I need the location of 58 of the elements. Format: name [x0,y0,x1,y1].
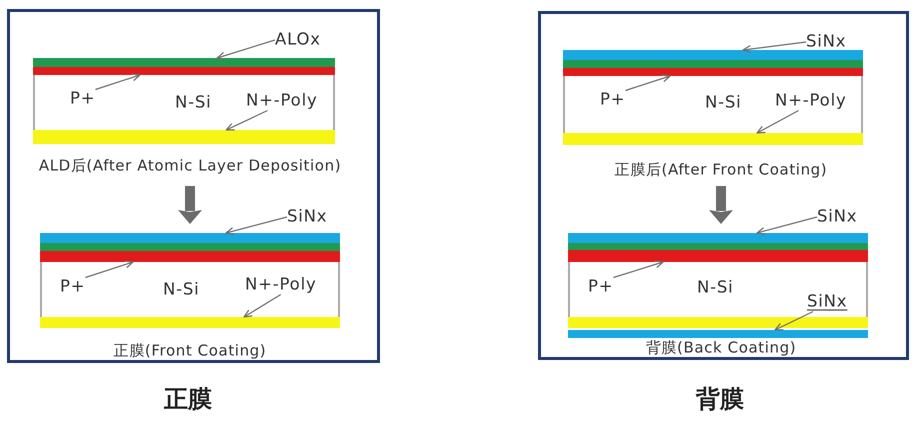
emitter-layer [40,251,340,262]
layer-label: SiNx [287,208,328,226]
leader-arrow [756,216,818,235]
leader-arrow [225,216,288,235]
layer-label: SiNx [806,32,846,52]
substrate-layer [568,262,868,317]
leader-arrow [85,260,134,278]
layer-label: N+-Poly [246,92,318,110]
layer-label: N-Si [175,94,212,112]
stage-caption: ALD后(After Atomic Layer Deposition) [38,157,342,175]
coating-layer [40,233,340,243]
panel-frame [7,9,380,363]
poly-silicon-layer [33,130,335,144]
substrate-layer [40,262,340,317]
layer-label: N+-Poly [775,92,847,110]
coating-layer [568,233,868,243]
layer-label: P+ [70,90,96,108]
layer-label: N+-Poly [245,276,317,294]
substrate-layer [563,76,863,133]
panel-caption: 背膜 [696,386,744,414]
leader-arrow [742,41,806,54]
stage-caption: 正膜后(After Front Coating) [614,161,828,179]
passivation-layer [33,58,335,67]
layer-label: P+ [588,278,614,296]
substrate-layer [33,75,335,130]
process-arrow [709,186,733,224]
leader-arrow [625,74,671,92]
stage-caption: 背膜(Back Coating) [646,339,796,357]
layer-label: P+ [60,278,86,296]
layer-label: SiNx [817,208,858,226]
emitter-layer [33,67,335,75]
leader-arrow [243,294,282,318]
layer-label: P+ [600,90,626,110]
passivation-layer [563,60,863,68]
leader-arrow [774,310,814,331]
coating-layer [563,50,863,60]
emitter-layer [563,68,863,76]
passivation-layer [40,243,340,251]
process-arrow [178,186,202,224]
leader-arrow [613,260,664,278]
layer-label: SiNx [807,292,848,312]
stage-caption: 正膜(Front Coating) [114,342,266,360]
panel-frame [538,11,909,360]
passivation-layer [568,243,868,250]
layer-label: N-Si [697,278,734,298]
layer-label: N-Si [163,280,200,300]
poly-silicon-layer [40,317,340,328]
leader-arrow [95,74,141,90]
emitter-layer [568,250,868,262]
layer-label: N-Si [705,94,742,112]
layer-label: ALOx [275,30,321,50]
poly-silicon-layer [568,317,868,328]
panel-caption: 正膜 [164,386,212,414]
leader-arrow [226,110,268,131]
poly-silicon-layer [563,133,863,145]
coating-layer [568,330,868,338]
leader-arrow [216,39,276,60]
leader-arrow [756,110,799,134]
